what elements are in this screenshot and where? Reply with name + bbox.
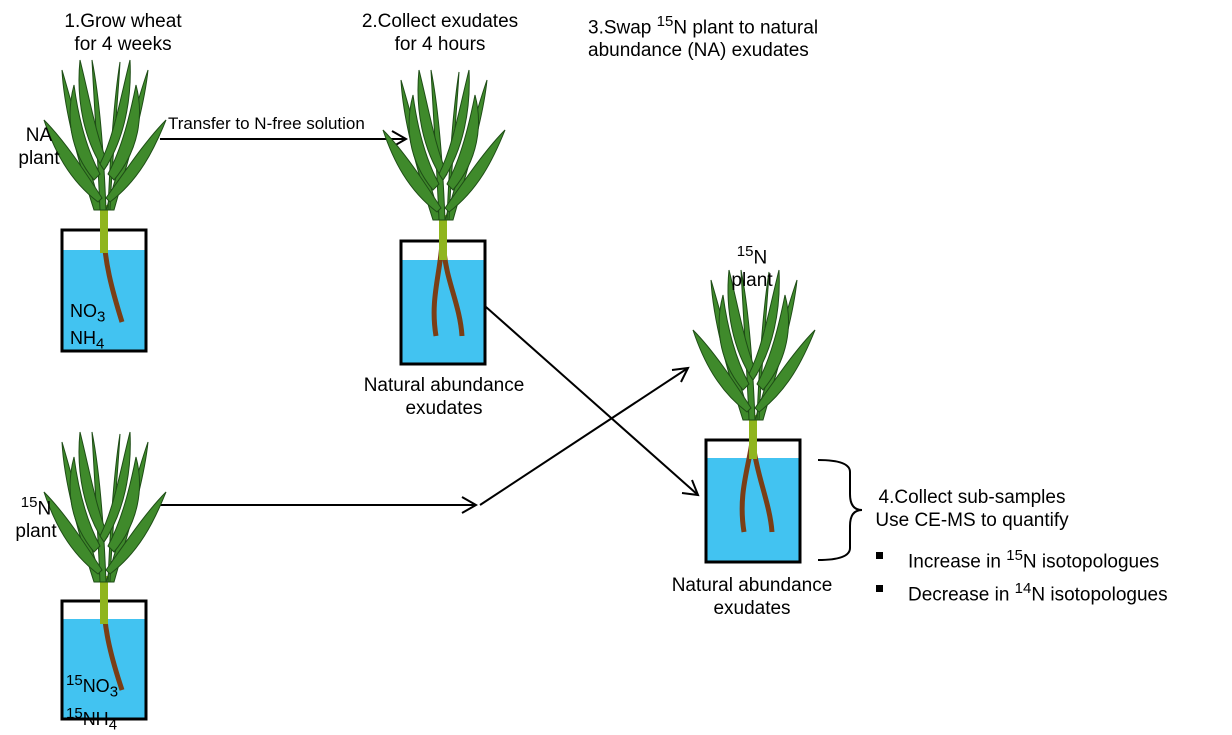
list-item-increase: Increase in 15N isotopologues [872,542,1168,575]
step-4-heading: 4.Collect sub-samples Use CE-MS to quant… [862,486,1082,532]
arrow-15n-horizontal-head [461,496,479,514]
arrow-15n-up-head [671,366,690,383]
na-exudates-label-mid: Natural abundance exudates [363,375,525,419]
step-2-line2: for 4 hours [394,34,486,55]
transfer-label: Transfer to N-free solution [168,114,365,133]
step-1-heading: 1.Grow wheat for 4 weeks [48,10,198,56]
na-plant-label: NA plant [18,125,60,169]
curly-brace [817,459,863,561]
stem [749,415,757,459]
arrow-15n-up [479,367,689,506]
leaves [692,269,816,421]
beaker-swapped-15n [692,269,816,564]
step-3-line2: abundance (NA) exudates [588,40,809,62]
arrow-exudates-down [485,306,699,496]
na-exudates-label-right: Natural abundance exudates [671,575,833,619]
step-2-line1: 2.Collect exudates [361,11,519,32]
15n-plant-label-left: 15N plant [15,494,57,543]
step-4-subtitle: Use CE-MS to quantify [875,510,1069,531]
stem [439,215,447,260]
water [401,260,485,364]
step-3-heading: 3.Swap 15N plant to natural abundance (N… [588,10,818,62]
15n-solution-label: 15NO3 15NH4 [66,672,119,734]
list-item-decrease: Decrease in 14N isotopologues [872,575,1168,608]
beaker-exudates-mid [382,69,506,366]
step-3-line1: 3.Swap 15N plant to natural [588,13,819,39]
stem [100,205,108,253]
na-solution-label: NO3 NH4 [70,301,106,353]
step-1-line1: 1.Grow wheat [64,11,182,32]
stem [100,576,108,624]
step-4-list: Increase in 15N isotopologues Decrease i… [872,542,1168,609]
step-2-heading: 2.Collect exudates for 4 hours [330,10,550,56]
step-1-line2: for 4 weeks [74,34,172,55]
water [62,250,146,351]
water [62,619,146,719]
arrow-transfer-head [391,130,409,148]
leaves [382,69,506,221]
15n-plant-label-right: 15N plant [731,243,773,292]
arrows [160,130,700,514]
water [706,458,800,562]
beaker-na-plant [43,59,167,353]
arrow-exudates-down-head [681,479,700,497]
beaker-15n-plant [43,431,167,721]
step-4-title: 4.Collect sub-samples [878,487,1066,508]
